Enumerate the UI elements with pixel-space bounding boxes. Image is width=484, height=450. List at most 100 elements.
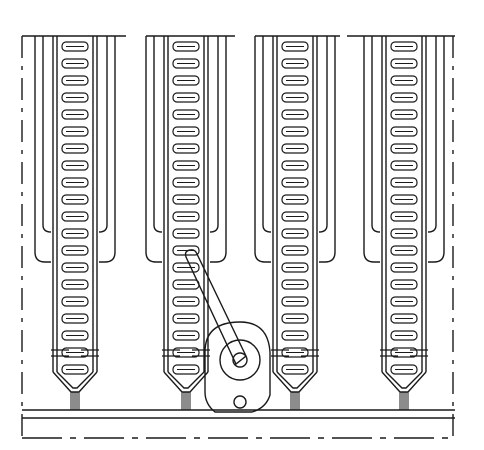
chain-link (391, 348, 417, 357)
chain-link (62, 348, 88, 357)
pivot-plate (205, 322, 270, 412)
pivot-hub-inner (233, 353, 247, 367)
chain-link (391, 110, 417, 119)
chain-link (391, 76, 417, 85)
chain-link (173, 263, 199, 272)
chain-link (62, 212, 88, 221)
pivot-lower-hole (234, 396, 246, 408)
chain-link (173, 229, 199, 238)
chain-link (282, 365, 308, 374)
chain-link (282, 178, 308, 187)
chain-link (282, 93, 308, 102)
chain-link (282, 263, 308, 272)
chain-link (62, 110, 88, 119)
guide-housing-left (35, 36, 51, 262)
chain-link (282, 76, 308, 85)
chain-column-1 (35, 36, 115, 410)
chain-link (391, 365, 417, 374)
chain-link (282, 161, 308, 170)
guide-inner-left-foot (43, 225, 51, 232)
chain-link (282, 331, 308, 340)
chain-link (62, 297, 88, 306)
chain-link (282, 280, 308, 289)
chain-link (391, 212, 417, 221)
chain-link (62, 195, 88, 204)
guide-inner-right-foot (428, 225, 436, 232)
chain-link (282, 144, 308, 153)
base-rail (22, 410, 455, 418)
guide-housing-left (146, 36, 162, 262)
chain-link (173, 110, 199, 119)
lever-assembly (186, 250, 271, 412)
guide-inner-right-foot (99, 225, 107, 232)
chain-link (62, 42, 88, 51)
chain-link (391, 263, 417, 272)
chain-link (391, 93, 417, 102)
chain-link (173, 76, 199, 85)
chain-link (173, 59, 199, 68)
guide-housing-right (210, 36, 226, 262)
chain-link (282, 127, 308, 136)
guide-housing-left (255, 36, 271, 262)
chain-link (173, 331, 199, 340)
chain-link (391, 178, 417, 187)
guide-housing-right (99, 36, 115, 262)
guide-inner-left-foot (154, 225, 162, 232)
chain-link (391, 144, 417, 153)
guide-housing-right (428, 36, 444, 262)
chain-link (173, 178, 199, 187)
chain-link (173, 195, 199, 204)
chain-tip-inner (168, 372, 204, 388)
chain-link (62, 144, 88, 153)
chain-link (282, 59, 308, 68)
chain-tip-inner (277, 372, 313, 388)
chain-column-4 (364, 36, 444, 410)
chain-link (282, 229, 308, 238)
chain-link (62, 246, 88, 255)
pivot-hub-outer (220, 340, 260, 380)
chain-link (282, 110, 308, 119)
chain-link (391, 229, 417, 238)
chain-column-3 (255, 36, 335, 410)
chain-link (62, 229, 88, 238)
chain-link (62, 59, 88, 68)
guide-inner-right-foot (210, 225, 218, 232)
chain-link (391, 246, 417, 255)
chain-link (282, 212, 308, 221)
chain-link (62, 263, 88, 272)
chain-link (62, 280, 88, 289)
chain-link (62, 178, 88, 187)
chain-link (282, 246, 308, 255)
chain-link (282, 42, 308, 51)
chain-link (391, 59, 417, 68)
guide-housing-left (364, 36, 380, 262)
guide-inner-left-foot (372, 225, 380, 232)
chain-link (391, 297, 417, 306)
chain-link (282, 195, 308, 204)
chain-column-2 (146, 36, 226, 410)
chain-link (62, 331, 88, 340)
chain-link (173, 365, 199, 374)
guide-inner-left-foot (263, 225, 271, 232)
chain-columns (35, 36, 444, 410)
chain-link (62, 76, 88, 85)
chain-link (391, 195, 417, 204)
chain-link (391, 42, 417, 51)
chain-link (391, 127, 417, 136)
chain-link (173, 127, 199, 136)
chain-link (391, 280, 417, 289)
lever-arm (186, 250, 247, 364)
chain-link (173, 212, 199, 221)
frame-outline (22, 36, 455, 440)
chain-link (62, 161, 88, 170)
guide-inner-right-foot (319, 225, 327, 232)
chain-link (62, 314, 88, 323)
chain-link (391, 314, 417, 323)
chain-tip-inner (386, 372, 422, 388)
chain-link (173, 297, 199, 306)
chain-link (391, 331, 417, 340)
chain-link (173, 42, 199, 51)
chain-link (173, 93, 199, 102)
chain-link (62, 365, 88, 374)
